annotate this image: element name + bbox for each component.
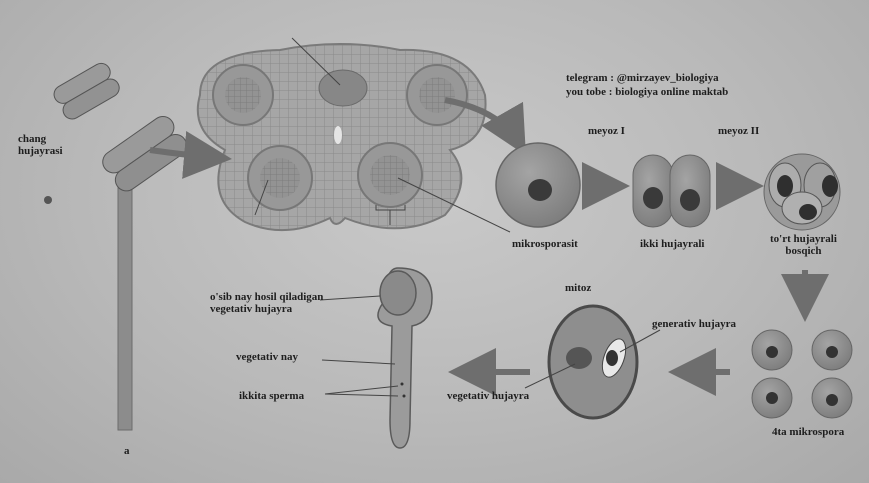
mikrosporasit-label: mikrosporasit xyxy=(512,238,578,250)
vegetativ-nay-label: vegetativ nay xyxy=(236,351,298,363)
stamen-illustration xyxy=(44,60,191,430)
anther-cross-section xyxy=(198,38,510,232)
tetrad-cell xyxy=(764,154,840,230)
tort-mikrospora-label: 4ta mikrospora xyxy=(772,426,844,438)
tort-hujayrali-label: to'rt hujayrali bosqich xyxy=(770,233,837,257)
meoz-1-label: meyoz I xyxy=(588,125,625,137)
dyad-cell xyxy=(633,155,710,227)
four-microspores xyxy=(752,330,852,418)
mitoz-label: mitoz xyxy=(565,282,591,294)
youtube-credit: you tobe : biologiya online maktab xyxy=(566,86,728,98)
meoz-2-label: meyoz II xyxy=(718,125,759,137)
ikki-hujayrali-label: ikki hujayrali xyxy=(640,238,705,250)
telegram-credit: telegram : @mirzayev_biologiya xyxy=(566,72,719,84)
generativ-hujayra-label: generativ hujayra xyxy=(652,318,736,330)
pollen-tube xyxy=(320,268,432,448)
osib-nay-label: o'sib nay hosil qiladigan vegetativ huja… xyxy=(210,291,323,315)
mitosis-pollen-grain xyxy=(525,306,660,418)
vegetativ-hujayra-label: vegetativ hujayra xyxy=(447,390,529,402)
chang-hujayrasi-label: chang hujayrasi xyxy=(18,133,63,157)
panel-a-label: a xyxy=(124,445,130,457)
ikkita-sperma-label: ikkita sperma xyxy=(239,390,304,402)
microsporocyte-cell xyxy=(496,143,580,227)
